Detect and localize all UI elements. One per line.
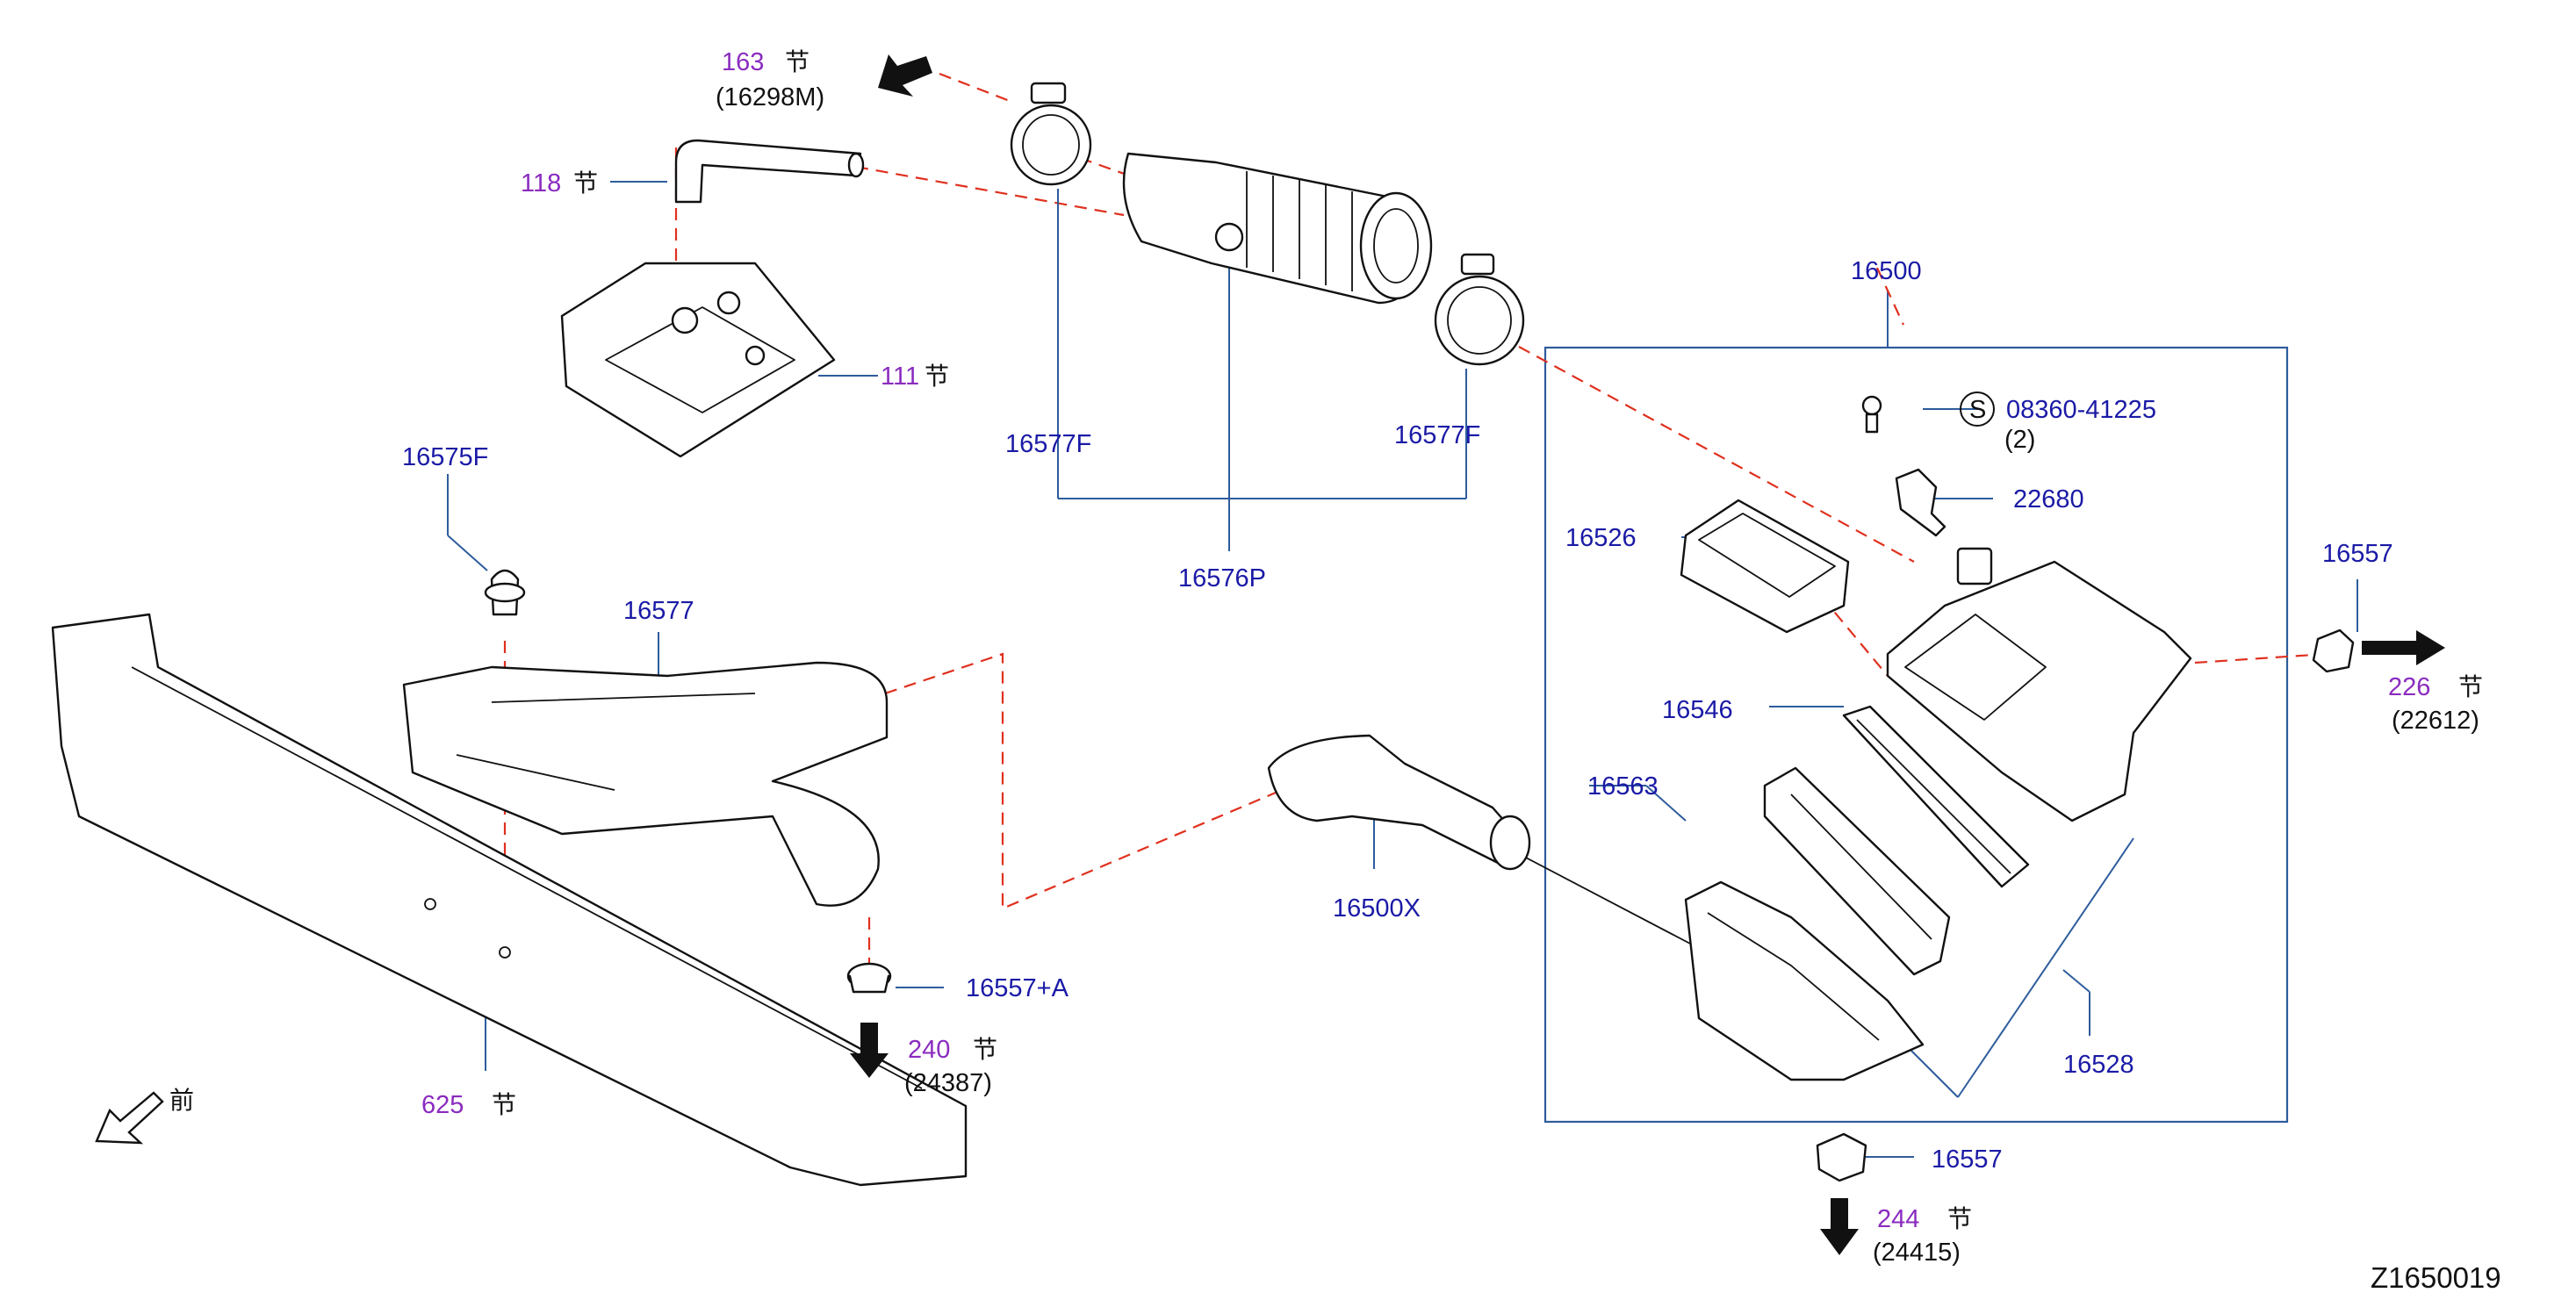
label-16528: 16528	[2063, 1051, 2134, 1079]
service-symbol-icon	[1960, 391, 1995, 427]
label-16577: 16577	[623, 597, 694, 625]
label-163: 163 节 (16298M)	[716, 47, 824, 111]
air-filter-16546	[1842, 705, 2030, 888]
label-22680: 22680	[2013, 485, 2084, 513]
lower-case	[1684, 880, 1925, 1081]
hose-118	[674, 139, 865, 204]
grommet-16557A	[846, 962, 892, 994]
grommet-right-16557	[2312, 628, 2355, 673]
label-16526: 16526	[1565, 524, 1637, 552]
label-08360-qty: (2)	[2004, 426, 2035, 454]
clip-16575F	[484, 569, 526, 616]
label-118-num: 118	[521, 169, 561, 197]
rocker-cover-111	[560, 262, 836, 458]
arrow-upleft-163	[878, 54, 932, 97]
label-163-num: 163	[722, 48, 764, 76]
label-625-num: 625	[421, 1091, 464, 1119]
hose-clamp-top	[1010, 82, 1092, 186]
label-226: 226 节 (22612)	[2388, 672, 2483, 735]
label-226-mark: 节	[2458, 672, 2483, 701]
label-16546: 16546	[1662, 696, 1733, 724]
label-16557-bottom: 16557	[1932, 1145, 2003, 1174]
label-244-mark: 节	[1947, 1204, 1972, 1233]
label-244-sub: (24415)	[1873, 1239, 1961, 1267]
label-16500: 16500	[1851, 257, 1922, 285]
label-111-num: 111	[881, 363, 919, 391]
label-625: 625 节	[421, 1090, 516, 1119]
label-16557A: 16557+A	[966, 974, 1069, 1002]
label-08360-num: 08360-41225	[2006, 396, 2156, 424]
diagram-code: Z1650019	[2371, 1261, 2501, 1294]
label-118-mark: 节	[573, 169, 598, 197]
label-226-num: 226	[2388, 673, 2430, 701]
label-16577F-right: 16577F	[1394, 421, 1480, 449]
label-625-mark: 节	[492, 1090, 516, 1119]
label-16500X: 16500X	[1333, 894, 1421, 923]
label-244: 244 节 (24415)	[1873, 1204, 1972, 1267]
label-118: 118 节	[521, 169, 598, 197]
arrow-down-244	[1820, 1198, 1859, 1255]
grommet-bottom-16557	[1816, 1132, 1867, 1182]
label-16577F-left: 16577F	[1005, 430, 1091, 458]
label-111-mark: 节	[925, 362, 949, 391]
label-08360: S 08360-41225 (2)	[1960, 391, 2156, 454]
label-240-sub: (24387)	[904, 1069, 992, 1097]
label-163-mark: 节	[785, 47, 809, 76]
front-arrow	[95, 1091, 164, 1145]
leader-lines	[447, 181, 2358, 1158]
label-16563: 16563	[1587, 772, 1659, 801]
label-240-mark: 节	[973, 1035, 997, 1064]
upper-case-16528	[1886, 547, 2192, 822]
arrow-right-226	[2362, 630, 2445, 665]
label-16576P: 16576P	[1178, 564, 1266, 592]
label-16575F: 16575F	[402, 443, 488, 471]
filter-cover-16526	[1680, 499, 1850, 634]
label-244-num: 244	[1877, 1205, 1919, 1233]
label-16557-right: 16557	[2322, 540, 2393, 568]
label-226-sub: (22612)	[2392, 707, 2479, 735]
sensor-22680	[1895, 468, 1946, 537]
label-front: 前	[169, 1086, 194, 1115]
label-111: 111 节	[881, 362, 949, 391]
hose-clamp-right	[1434, 253, 1525, 366]
label-08360-symbol: S	[1969, 396, 1986, 424]
resonator-16563	[1763, 766, 1951, 976]
bolt-08360	[1861, 395, 1882, 434]
label-163-sub: (16298M)	[716, 83, 824, 111]
air-duct-hose-16576P	[1122, 152, 1433, 305]
air-duct-16577	[402, 661, 889, 907]
label-240: 240 节 (24387)	[904, 1035, 997, 1097]
arrow-down-240	[850, 1023, 889, 1078]
label-240-num: 240	[908, 1036, 950, 1064]
radiator-support-625	[51, 613, 968, 1187]
inlet-duct-16500X	[1267, 734, 1531, 871]
assembly-frame-16500	[1543, 290, 2289, 1124]
